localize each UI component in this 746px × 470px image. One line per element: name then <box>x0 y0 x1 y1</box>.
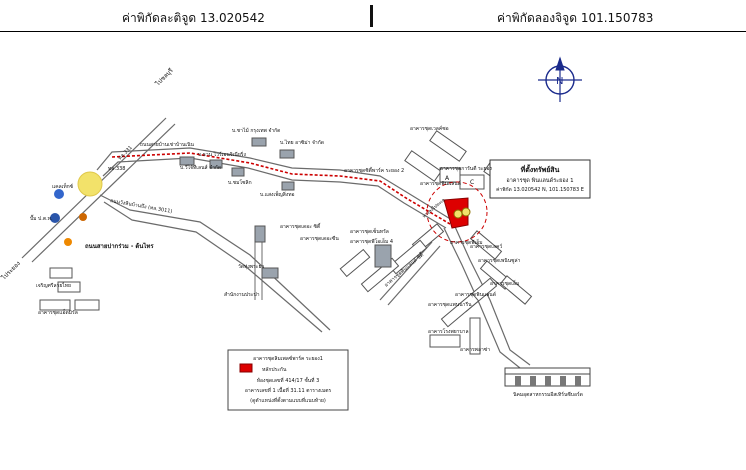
road-3011 <box>99 194 331 333</box>
info-box: ที่ตั้งทรัพย์สิน อาคารชุด พินแลนด์ระยอง … <box>489 159 591 199</box>
label-lower2: อาคารชุดเอ็ม <box>490 279 519 287</box>
header-divider <box>370 5 373 27</box>
label-tech6: บ.แสงเพ็ญสิ่งทอ <box>260 190 295 198</box>
school-icon <box>64 238 72 246</box>
info-line1: อาคารชุด พินแลนด์ระยอง 1 <box>506 177 573 184</box>
label-tech3: บ.ธาน ไวร์เอนจิเนียริ่ง <box>198 151 246 158</box>
landmark-icon <box>79 213 87 221</box>
label-a: A <box>445 175 450 182</box>
legend-line2: หลักประกัน <box>262 367 287 373</box>
site-pin <box>453 209 463 219</box>
label-tanthong: อาคารชุดการันตี ระยอง <box>440 165 492 172</box>
route-line <box>111 152 451 225</box>
coordinate-header: ค่าพิกัดละติจูด 13.020542 ค่าพิกัดลองจิจ… <box>0 0 746 32</box>
label-market: วัดทุ่งพระยา <box>238 264 264 270</box>
label-pump: ปั๊ม ป.ต.ท. <box>30 214 53 222</box>
label-target-bldg: อาคารชุดพีเอ็ม <box>450 238 483 246</box>
legend-line5: (ดูตำแหน่งที่ตั้งตามแบบที่แนบท้าย) <box>250 395 326 404</box>
legend-line1: อาคารชุดลิมเพลซ์พาร์ค ระยอง1 <box>253 355 323 362</box>
label-tech5: บ.ชมโซลิก <box>228 179 252 186</box>
label-block-b: อาคารชุดพีโอเอ็ม 4 <box>350 237 393 245</box>
label-tag1: อาคารชุดเดอะ ซิตี้ <box>280 221 321 230</box>
factory-icons <box>179 137 392 279</box>
industrial-building <box>504 367 591 387</box>
label-caltex: แคลเท็กซ์ <box>52 182 74 190</box>
label-road-left: ไประยอง <box>0 259 22 282</box>
legend-line4: อาคารเลขที่ 1 เนื้อที่ 31.11 ตารางเมตร <box>245 385 332 394</box>
label-lower3: อาคารชุดแพนนารีน <box>428 301 472 308</box>
compass-icon: N <box>538 56 582 102</box>
label-block-a: อาคารชุดเซ็นทรัล <box>350 227 389 235</box>
label-industrial: นิคมอุตสาหกรรมอีสเทิร์นซีบอร์ด <box>513 391 583 398</box>
label-block-d: อาคารชุดเพนินซูล่า <box>478 257 521 264</box>
label-junction: ถนนสายปากร่วม - ต้นไทร <box>85 242 154 250</box>
site-pin-2 <box>461 207 471 217</box>
label-tech4: บ.วีไจ้ทีเลนส์ จำกัด <box>180 164 221 171</box>
label-road-km: ถนนสายบ้านเช่าบ้านเนิน <box>140 141 194 148</box>
location-map: ที่ตั้งทรัพย์สิน อาคารชุด พินแลนด์ระยอง … <box>0 56 591 411</box>
label-road-top: ไปชลบุรี <box>153 66 175 88</box>
label-plaza: อาคารพลาซ่า <box>460 347 490 353</box>
label-331: ทล.331 <box>117 145 134 162</box>
ptt-icon <box>50 213 60 223</box>
caltex-icon <box>54 189 64 199</box>
label-office-road: สำนักงานประปา <box>224 292 260 298</box>
road-to-site <box>96 147 453 229</box>
legend-box: อาคารชุดลิมเพลซ์พาร์ค ระยอง1 หลักประกัน … <box>227 349 349 411</box>
label-pinland: อาคารชุดพินแลนด์ <box>420 180 461 187</box>
label-tech2: บ.ไทย อาซิม่า จำกัด <box>280 139 324 146</box>
longitude-label: ค่าพิกัดลองจิจูด 101.150783 <box>497 11 654 25</box>
legend-line3: ห้องชุดเลขที่ 414/17 ชั้นที่ 3 <box>257 375 320 384</box>
label-village: เจริญศรีลายไทย <box>36 282 71 289</box>
label-lower4: อาคารชุดพินแลนด์ <box>455 291 496 298</box>
info-line2: ค่าพิกัด 13.020542 N, 101.150783 E <box>496 186 584 193</box>
label-lower1: อาคารชุดเลคว์ <box>470 243 502 250</box>
label-condo-mini: อาคารชุดซิตี้พาร์ค ระยอง 2 <box>344 165 404 174</box>
label-hospital: อาคารโรงพยาบาล <box>428 328 469 335</box>
junction-marker <box>77 171 103 197</box>
label-c: C <box>470 179 474 186</box>
info-title: ที่ตั้งทรัพย์สิน <box>520 163 559 174</box>
label-estate: อาคารชุดแอ็ดมิรัล <box>38 308 78 316</box>
label-seaview: ทางลงไปทะเล <box>421 197 446 219</box>
latitude-label: ค่าพิกัดละติจูด 13.020542 <box>122 11 265 25</box>
road-south <box>379 219 531 369</box>
label-tech1: บ.ชาไม้ กรุงเทพ จำกัด <box>232 127 280 134</box>
svg-text:N: N <box>556 76 563 87</box>
label-338: ทล.338 <box>108 166 126 172</box>
label-estate-top: อาคารชุดเวลค์ซอ <box>410 125 449 132</box>
target-radius <box>426 181 488 243</box>
header-rule <box>0 31 746 32</box>
label-tag2: อาคารชุดเดอะซีน <box>300 235 339 242</box>
